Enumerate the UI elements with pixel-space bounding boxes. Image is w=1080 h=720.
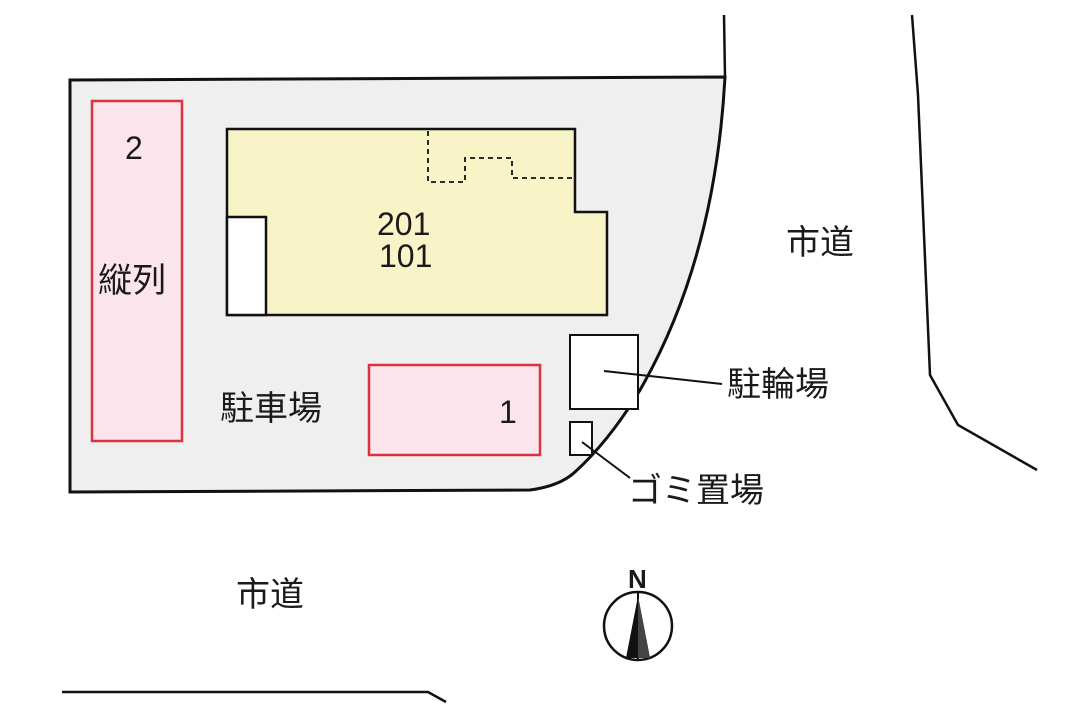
compass (602, 590, 674, 662)
bicycle-parking-label: 駐輪場 (727, 365, 829, 405)
building-dashed-outline (427, 131, 573, 183)
parking-space-2-note: 縦列 (98, 261, 166, 301)
garbage-area-label: ゴミ置場 (628, 471, 764, 511)
east-road-edge-left (722, 14, 727, 78)
building-unit-lower: 101 (379, 238, 433, 274)
compass-north-label: N (628, 564, 647, 594)
building-entrance-block (225, 215, 268, 317)
street-east-label: 市道 (786, 223, 854, 263)
parking-space-2-number: 2 (125, 130, 143, 166)
parking-space-1-number: 1 (499, 394, 517, 430)
parking-area-label: 駐車場 (220, 389, 322, 429)
garbage-leader (581, 441, 631, 479)
building-unit-upper: 201 (377, 206, 431, 242)
south-road-edge (62, 690, 447, 704)
parking-space-1 (367, 363, 542, 457)
bicycle-parking-leader (603, 370, 723, 385)
compass-needle-highlight (638, 596, 650, 658)
street-south-label: 市道 (236, 575, 304, 615)
garbage-area (569, 421, 593, 456)
parking-space-2 (90, 99, 184, 443)
east-road-edge-right (910, 14, 1038, 472)
